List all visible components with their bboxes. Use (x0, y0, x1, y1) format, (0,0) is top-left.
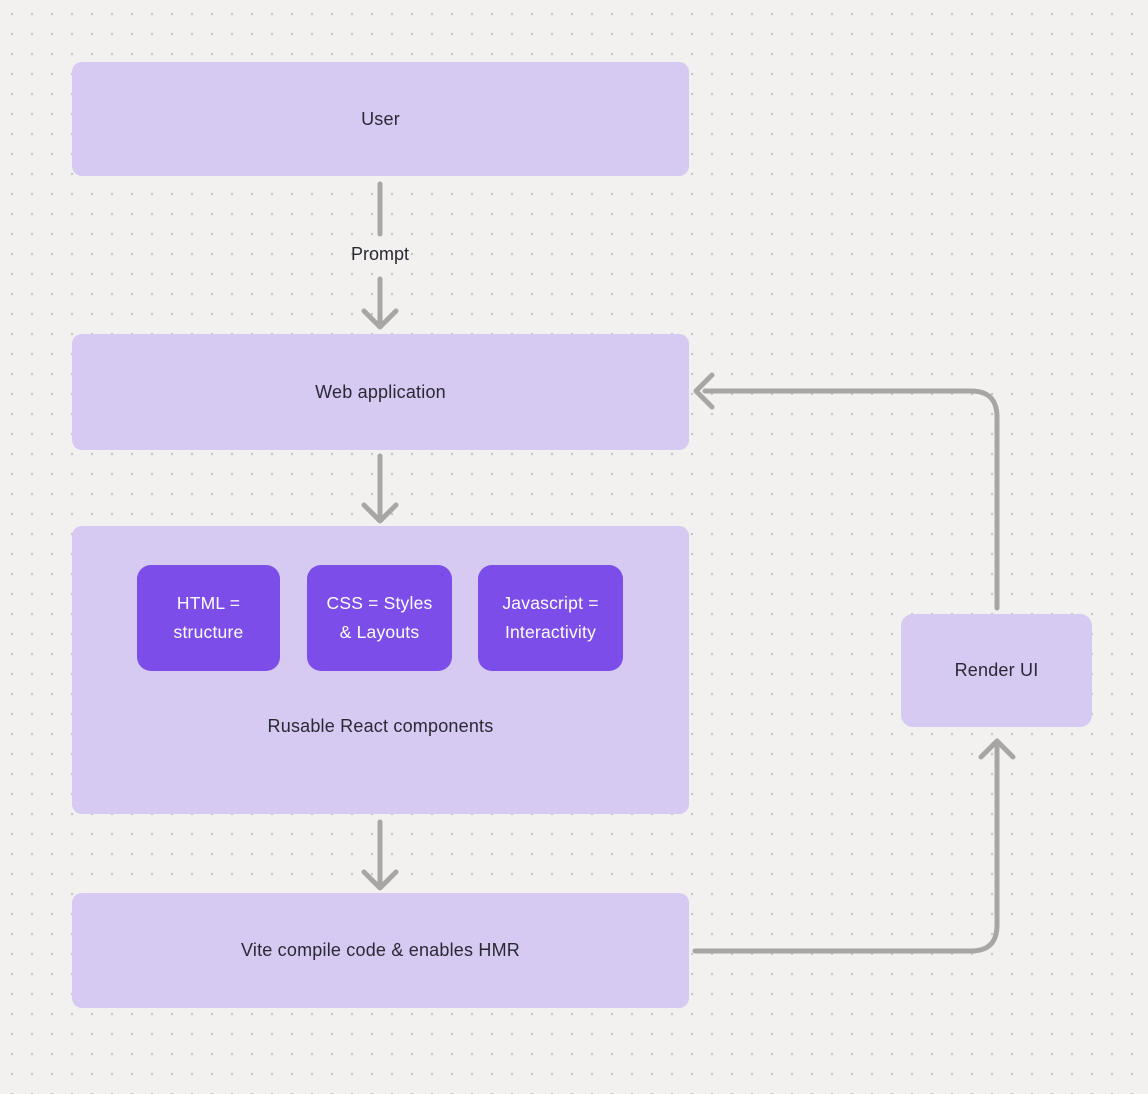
node-user-label: User (361, 108, 400, 129)
node-web-application-label: Web application (315, 381, 446, 402)
arrow-vite-to-render-head (978, 738, 1016, 760)
arrow-prompt-to-web-head (361, 308, 399, 330)
arrow-components-to-vite-head (361, 869, 399, 891)
arrow-web-to-components-head (361, 502, 399, 524)
chip-html-line2: structure (173, 622, 244, 642)
chip-html-line1: HTML = (176, 593, 241, 613)
chip-javascript-line2: Interactivity (504, 622, 597, 642)
chip-javascript-interactivity: Javascript = Interactivity (478, 565, 623, 671)
chip-javascript-line1: Javascript = (502, 593, 599, 613)
node-vite: Vite compile code & enables HMR (72, 893, 689, 1008)
node-user: User (72, 62, 689, 176)
chip-html-structure: HTML = structure (137, 565, 280, 671)
arrow-render-to-web-shaft (702, 388, 1000, 611)
chip-css-line1: CSS = Styles (326, 593, 433, 613)
node-render-ui: Render UI (901, 614, 1092, 727)
edge-label-prompt: Prompt (350, 244, 410, 264)
chip-css-styles: CSS = Styles & Layouts (307, 565, 452, 671)
node-vite-label: Vite compile code & enables HMR (240, 940, 520, 960)
node-web-application: Web application (72, 334, 689, 450)
node-render-ui-label: Render UI (954, 660, 1039, 680)
chip-css-line2: & Layouts (339, 622, 420, 642)
components-group-caption: Rusable React components (267, 716, 494, 736)
node-components-group: HTML = structure CSS = Styles & Layouts … (72, 526, 689, 814)
arrow-vite-to-render-shaft (692, 739, 1000, 954)
arrow-render-to-web-head (693, 372, 715, 410)
